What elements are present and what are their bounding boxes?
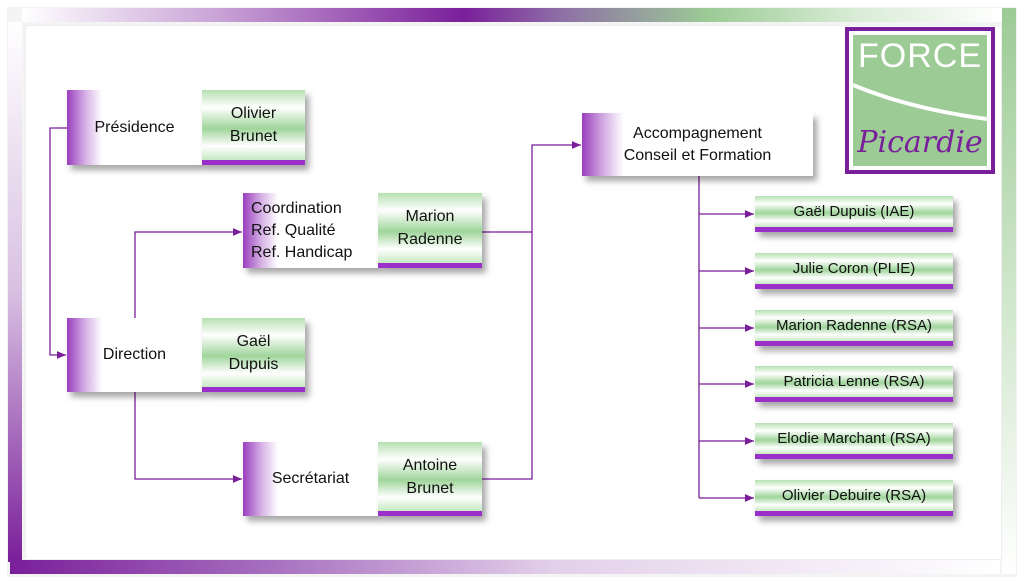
connector-direction-coordination	[134, 228, 242, 318]
member-item: Patricia Lenne (RSA)	[755, 366, 953, 402]
connector-presidence-direction	[49, 127, 67, 359]
member-item: Marion Radenne (RSA)	[755, 310, 953, 346]
connector-direction-secretariat	[134, 392, 242, 483]
connector-secretariat-accompagnement	[482, 141, 581, 480]
direction-box: Direction	[67, 318, 202, 392]
border-bottom	[10, 560, 1000, 574]
border-top	[22, 8, 1002, 22]
secretariat-box: Secrétariat	[243, 442, 378, 516]
secretariat-label: Secrétariat	[271, 470, 350, 487]
member-item: Gaël Dupuis (IAE)	[755, 196, 953, 232]
border-left	[8, 22, 22, 562]
member-item: Julie Coron (PLIE)	[755, 253, 953, 289]
logo-text-picardie: Picardie	[857, 125, 983, 160]
logo-text-force: FORCE	[858, 37, 982, 75]
direction-label: Direction	[102, 346, 167, 363]
force-picardie-logo: FORCE Picardie	[845, 27, 995, 174]
member-item: Olivier Debuire (RSA)	[755, 480, 953, 516]
border-right	[1002, 8, 1016, 574]
presidence-box: Présidence	[67, 90, 202, 165]
member-item: Elodie Marchant (RSA)	[755, 423, 953, 459]
presidence-label: Présidence	[94, 118, 175, 136]
